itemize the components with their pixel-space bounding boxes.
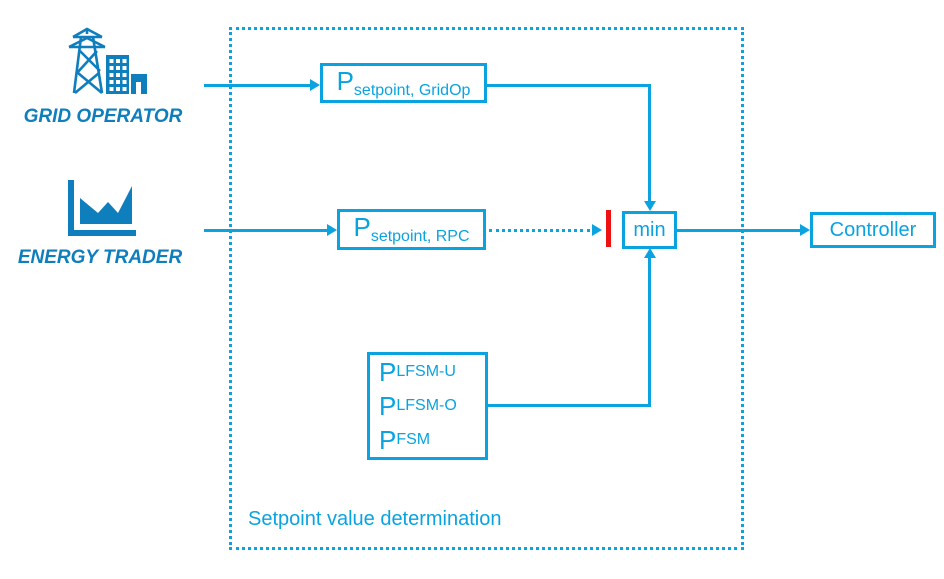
arrowhead-right-icon [592,224,602,236]
psetpoint-gridop-text: Psetpoint, GridOp [336,65,471,99]
controller-box: Controller [810,212,936,248]
gridop-to-min-vline [648,84,651,202]
grid-operator-icon [68,27,147,94]
setpoint-determination-boundary [229,27,744,550]
grid-operator-label: GRID OPERATOR [23,106,183,127]
energy-trader-icon [68,180,136,236]
lfsm-to-min-vline [648,258,651,407]
arrowhead-right-icon [327,224,337,236]
energy-trader-label: ENERGY TRADER [17,247,183,268]
arrow-gridop-line [204,84,310,87]
psetpoint-rpc-box: Psetpoint, RPC [337,209,486,250]
gridop-to-min-hline [487,84,651,87]
psetpoint-gridop-box: Psetpoint, GridOp [320,63,487,103]
rpc-to-min-dotted-line [489,229,590,232]
boundary-title: Setpoint value determination [248,508,502,530]
limit-marker [606,210,611,247]
arrow-trader-line [204,229,327,232]
controller-label: Controller [829,218,917,241]
arrowhead-up-icon [644,248,656,258]
psetpoint-rpc-text: Psetpoint, RPC [353,212,470,245]
min-box: min [622,211,677,249]
lfsm-to-min-hline [488,404,651,407]
arrowhead-down-icon [644,201,656,211]
min-label: min [633,218,666,241]
min-to-controller-line [677,229,800,232]
arrowhead-right-icon [800,224,810,236]
arrowhead-right-icon [310,79,320,91]
